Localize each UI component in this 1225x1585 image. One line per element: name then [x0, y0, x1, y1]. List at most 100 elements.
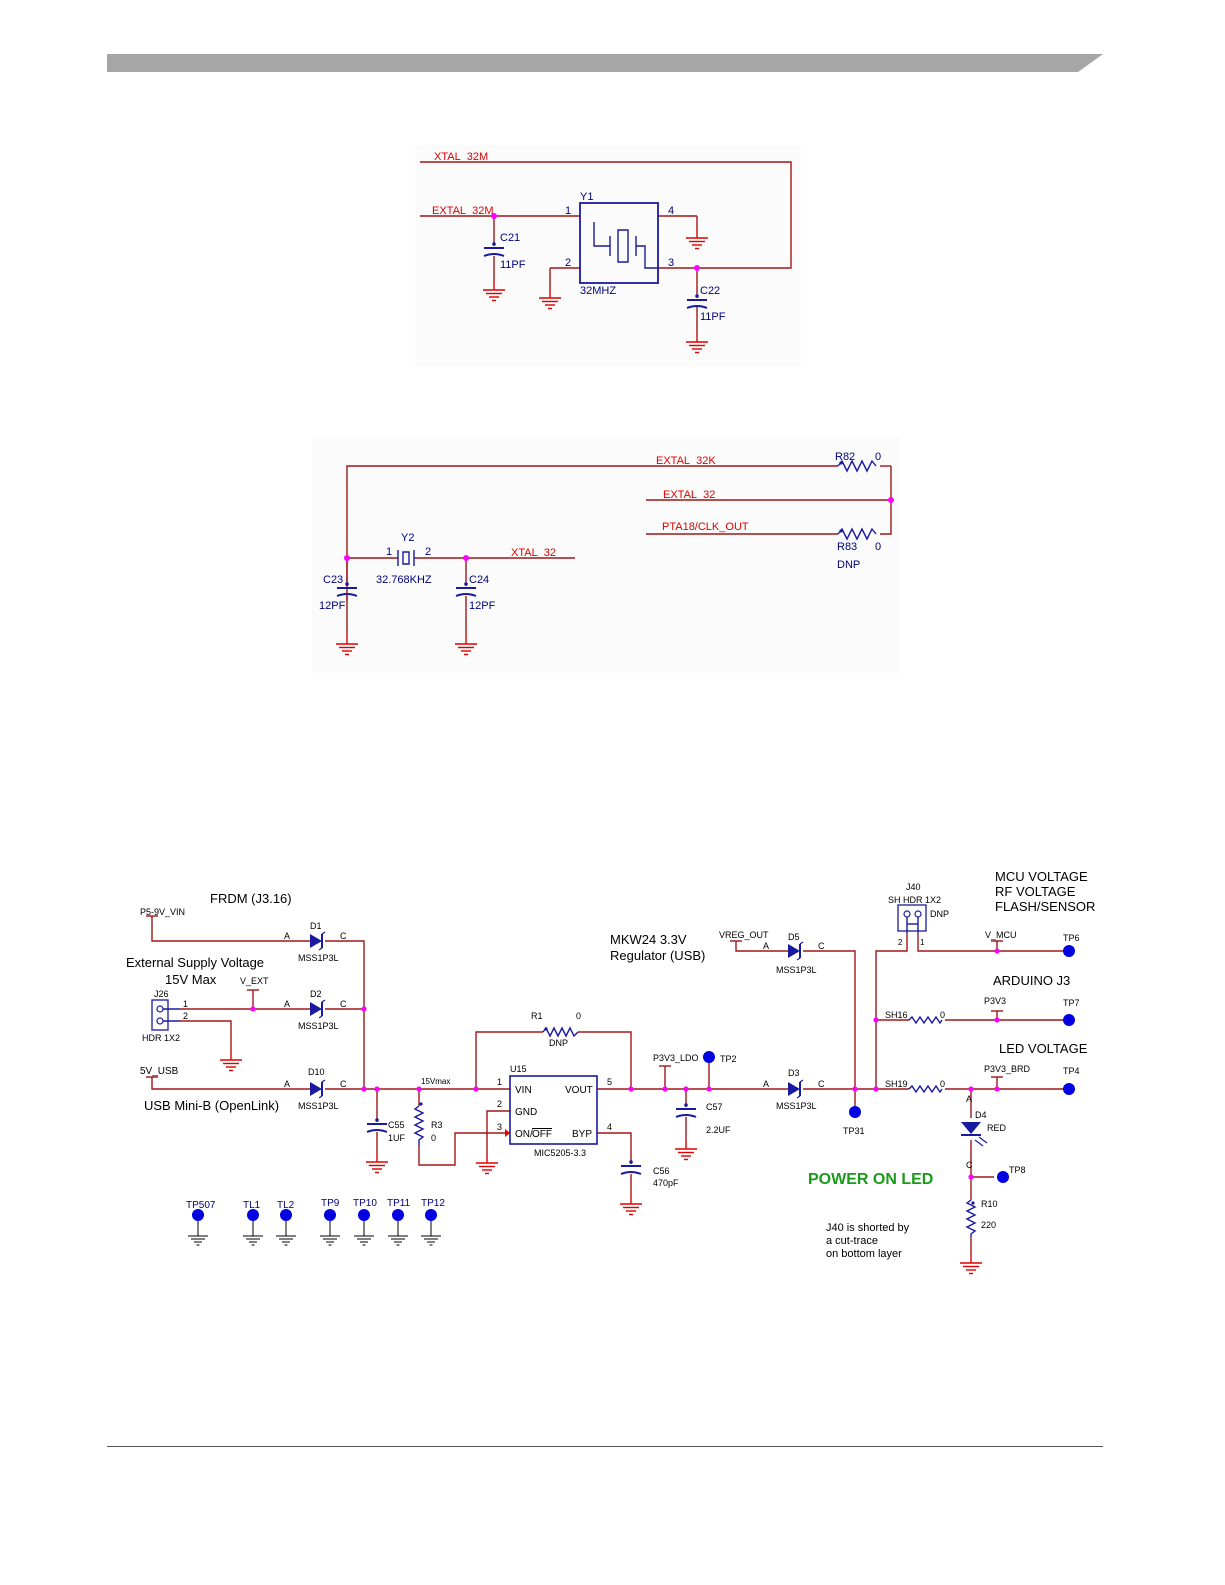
u15-on: ON/ — [515, 1129, 533, 1140]
d5-cathode: C — [818, 941, 825, 951]
c24-ref: C24 — [469, 574, 489, 586]
y2-value: 32.768KHZ — [376, 574, 432, 586]
power-supply-circuit: TP507 TL1 TL2 TP9 TP10 TP11 TP12 FRDM (J… — [126, 869, 1095, 1275]
y1-ref: Y1 — [580, 191, 593, 203]
u15-pin3: 3 — [497, 1122, 502, 1132]
sh19-label: SH19 — [885, 1079, 908, 1089]
net-pta18-clk-out: PTA18/CLK_OUT — [662, 521, 749, 533]
u15-pin4: 4 — [607, 1122, 612, 1132]
note-line2: a cut-trace — [826, 1235, 878, 1247]
tp4-label: TP4 — [1063, 1066, 1080, 1076]
power-on-led-label: POWER ON LED — [808, 1171, 933, 1188]
d10-anode: A — [284, 1079, 290, 1089]
j40-dnp: DNP — [930, 909, 949, 919]
c57-value: 2.2UF — [706, 1125, 731, 1135]
u15-vout: VOUT — [565, 1085, 593, 1096]
v-ext-label: V_EXT — [240, 976, 269, 986]
sh16-label: SH16 — [885, 1010, 908, 1020]
tl2-label: TL2 — [277, 1200, 295, 1211]
rf-voltage-label: RF VOLTAGE — [995, 884, 1076, 899]
flash-sensor-label: FLASH/SENSOR — [995, 899, 1095, 914]
arduino-label: ARDUINO J3 — [993, 973, 1070, 988]
tp507-label: TP507 — [186, 1200, 216, 1211]
net-xtal-32m: XTAL_32M — [434, 151, 488, 163]
c56-value: 470pF — [653, 1178, 679, 1188]
d2-ref: D2 — [310, 989, 322, 999]
tp9-label: TP9 — [321, 1198, 340, 1209]
usb-5v-label: 5V_USB — [140, 1066, 179, 1077]
frdm-label: FRDM (J3.16) — [210, 891, 292, 906]
r82-ref: R82 — [835, 451, 855, 463]
r1-value: 0 — [576, 1011, 581, 1021]
testpoint-row: TP507 TL1 TL2 TP9 TP10 TP11 TP12 — [186, 1198, 445, 1246]
footer-rule — [107, 1446, 1103, 1447]
r83-dnp: DNP — [837, 559, 860, 571]
p5-9v-vin-label: P5-9V_VIN — [140, 907, 185, 917]
j26-value: HDR 1X2 — [142, 1033, 180, 1043]
d10-ref: D10 — [308, 1067, 325, 1077]
j40-ref: J40 — [906, 882, 921, 892]
y1-pin1: 1 — [565, 205, 571, 217]
tp7-label: TP7 — [1063, 998, 1080, 1008]
d1-part: MSS1P3L — [298, 953, 339, 963]
r10-value: 220 — [981, 1220, 996, 1230]
v-mcu-label: V_MCU — [985, 930, 1017, 940]
tp6-label: TP6 — [1063, 933, 1080, 943]
d4-anode: A — [966, 1094, 972, 1104]
r83-ref: R83 — [837, 541, 857, 553]
vreg-out-label: VREG_OUT — [719, 930, 769, 940]
u15-pin1: 1 — [497, 1077, 502, 1087]
c23-ref: C23 — [323, 574, 343, 586]
tp10-label: TP10 — [353, 1198, 377, 1209]
p3v3-ldo-label: P3V3_LDO — [653, 1053, 699, 1063]
r82-value: 0 — [875, 451, 881, 463]
mkw24-line2: Regulator (USB) — [610, 948, 705, 963]
y2-ref: Y2 — [401, 532, 414, 544]
c57-ref: C57 — [706, 1102, 723, 1112]
y2-pin1: 1 — [386, 546, 392, 558]
u15-gnd: GND — [515, 1107, 537, 1118]
net-extal-32m: EXTAL_32M — [432, 205, 494, 217]
max15v-label: 15Vmax — [421, 1077, 450, 1086]
c22-ref: C22 — [700, 285, 720, 297]
r10-ref: R10 — [981, 1199, 998, 1209]
tl1-label: TL1 — [243, 1200, 261, 1211]
j40-pin1: 1 — [920, 938, 925, 947]
mkw24-line1: MKW24 3.3V — [610, 932, 687, 947]
d10-cathode: C — [340, 1079, 347, 1089]
d1-anode: A — [284, 931, 290, 941]
crystal-32khz-circuit: EXTAL_32K EXTAL_32 PTA18/CLK_OUT XTAL_32… — [312, 437, 900, 673]
r83-value: 0 — [875, 541, 881, 553]
d4-cathode: C — [966, 1160, 973, 1170]
tp11-label: TP11 — [387, 1198, 411, 1209]
ext-supply-line2: 15V Max — [165, 972, 217, 987]
y1-value: 32MHZ — [580, 285, 616, 297]
d1-cathode: C — [340, 931, 347, 941]
j26-pin2: 2 — [183, 1011, 188, 1021]
d5-anode: A — [763, 941, 769, 951]
p3v3-label: P3V3 — [984, 996, 1006, 1006]
header-bar — [107, 54, 1103, 72]
net-extal-32: EXTAL_32 — [663, 489, 715, 501]
u15-ref: U15 — [510, 1064, 527, 1074]
d10-part: MSS1P3L — [298, 1101, 339, 1111]
ext-supply-line1: External Supply Voltage — [126, 955, 264, 970]
net-xtal-32: XTAL_32 — [511, 547, 556, 559]
d3-anode: A — [763, 1079, 769, 1089]
j26-ref: J26 — [154, 989, 169, 999]
d2-anode: A — [284, 999, 290, 1009]
r1-dnp: DNP — [549, 1038, 568, 1048]
c21-ref: C21 — [500, 232, 520, 244]
tp8-label: TP8 — [1009, 1165, 1026, 1175]
d4-value: RED — [987, 1123, 1007, 1133]
y2-pin2: 2 — [425, 546, 431, 558]
u15-off: OFF — [532, 1129, 552, 1140]
crystal-32mhz-circuit: XTAL_32M EXTAL_32M Y1 32MHZ 1 2 3 4 C21 … — [415, 145, 801, 367]
c55-value: 1UF — [388, 1133, 406, 1143]
sh19-value: 0 — [940, 1079, 945, 1089]
d3-ref: D3 — [788, 1068, 800, 1078]
u15-vin: VIN — [515, 1085, 532, 1096]
y1-pin3: 3 — [668, 257, 674, 269]
p3v3-brd-label: P3V3_BRD — [984, 1064, 1031, 1074]
d3-part: MSS1P3L — [776, 1101, 817, 1111]
